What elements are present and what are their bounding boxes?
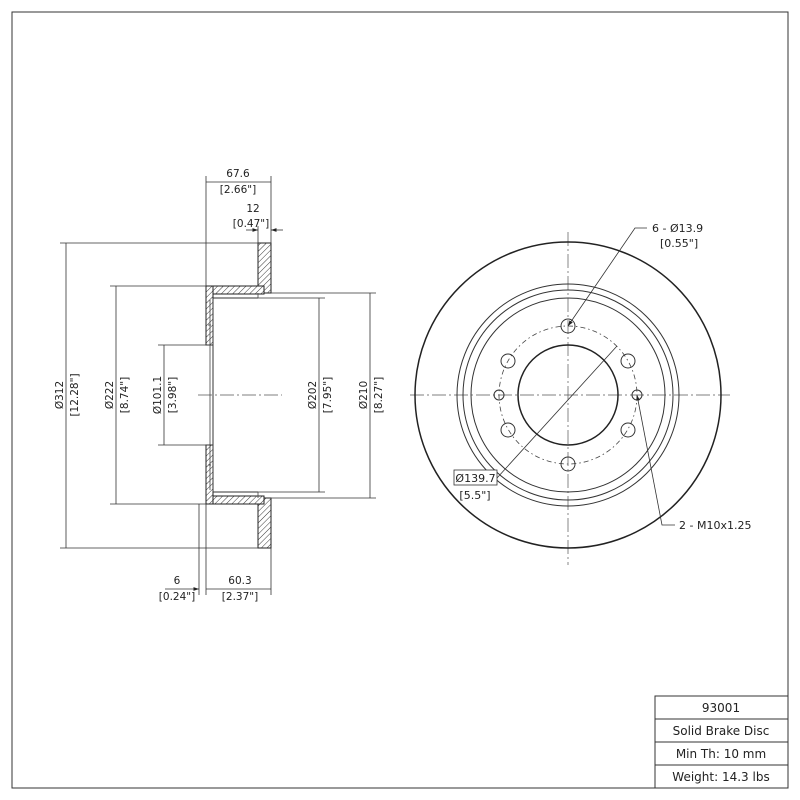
overall-width-label: 67.6 — [226, 168, 250, 180]
hat-outer-circle — [456, 283, 680, 507]
lug-hole — [500, 422, 516, 438]
part-number: 93001 — [702, 701, 740, 715]
threaded-hole — [493, 389, 505, 401]
inner-diameter-b-inch: [8.27"] — [373, 377, 385, 413]
lug-holes-inch: [0.55"] — [660, 237, 698, 250]
center-bore-inch: [3.98"] — [167, 377, 179, 413]
inner-diameter-a-inch: [7.95"] — [322, 377, 334, 413]
overall-width-inch: [2.66"] — [220, 184, 256, 196]
weight: Weight: 14.3 lbs — [672, 770, 769, 784]
drawing-border — [11, 11, 789, 789]
hat-wall-top — [205, 285, 265, 295]
rotor-ring-bottom — [257, 497, 272, 549]
center-bore-circle — [517, 344, 619, 446]
inner-diameter-a-label: Ø202 — [307, 381, 319, 409]
hat-face-circle — [470, 297, 666, 493]
hat-flange-label: 6 — [174, 575, 181, 587]
hat-inner-circle — [462, 289, 674, 501]
threaded-holes-label: 2 - M10x1.25 — [679, 519, 751, 532]
hat-diameter-inch: [8.74"] — [119, 377, 131, 413]
rotor-outer-circle — [414, 241, 722, 549]
side-section-view — [198, 242, 282, 549]
rotor-thickness-inch: [0.47"] — [233, 218, 269, 230]
hat-wall-bottom — [205, 495, 265, 505]
bolt-circle-inch: [5.5"] — [459, 489, 490, 502]
lug-holes-label: 6 - Ø13.9 — [652, 222, 703, 235]
min-thickness: Min Th: 10 mm — [676, 747, 766, 761]
center-bore-label: Ø101.1 — [152, 376, 164, 414]
side-dimensions: 67.6 [2.66"] 12 [0.47"] Ø312 [12.28"] Ø2… — [54, 168, 385, 603]
bolt-circle-label: Ø139.7 — [455, 472, 495, 485]
rotor-thickness-label: 12 — [246, 203, 259, 215]
front-view: 6 - Ø13.9 [0.55"] Ø139.7 [5.5"] 2 - M10x… — [410, 222, 751, 565]
lug-hole — [620, 422, 636, 438]
hat-face-lower — [205, 444, 214, 505]
hat-height-inch: [2.37"] — [222, 591, 258, 603]
hat-face-upper — [205, 285, 214, 346]
title-block: 93001 Solid Brake Disc Min Th: 10 mm Wei… — [654, 695, 789, 789]
outer-diameter-inch: [12.28"] — [69, 373, 81, 416]
outer-diameter-label: Ø312 — [54, 381, 66, 409]
hat-height-label: 60.3 — [228, 575, 251, 587]
lug-hole — [500, 353, 516, 369]
hat-diameter-label: Ø222 — [104, 381, 116, 409]
hat-flange-inch: [0.24"] — [159, 591, 195, 603]
part-description: Solid Brake Disc — [673, 724, 770, 738]
lug-hole — [560, 456, 576, 472]
bolt-circle-label-box — [453, 469, 498, 486]
lug-hole — [620, 353, 636, 369]
lug-hole — [560, 318, 576, 334]
inner-diameter-b-label: Ø210 — [358, 381, 370, 409]
